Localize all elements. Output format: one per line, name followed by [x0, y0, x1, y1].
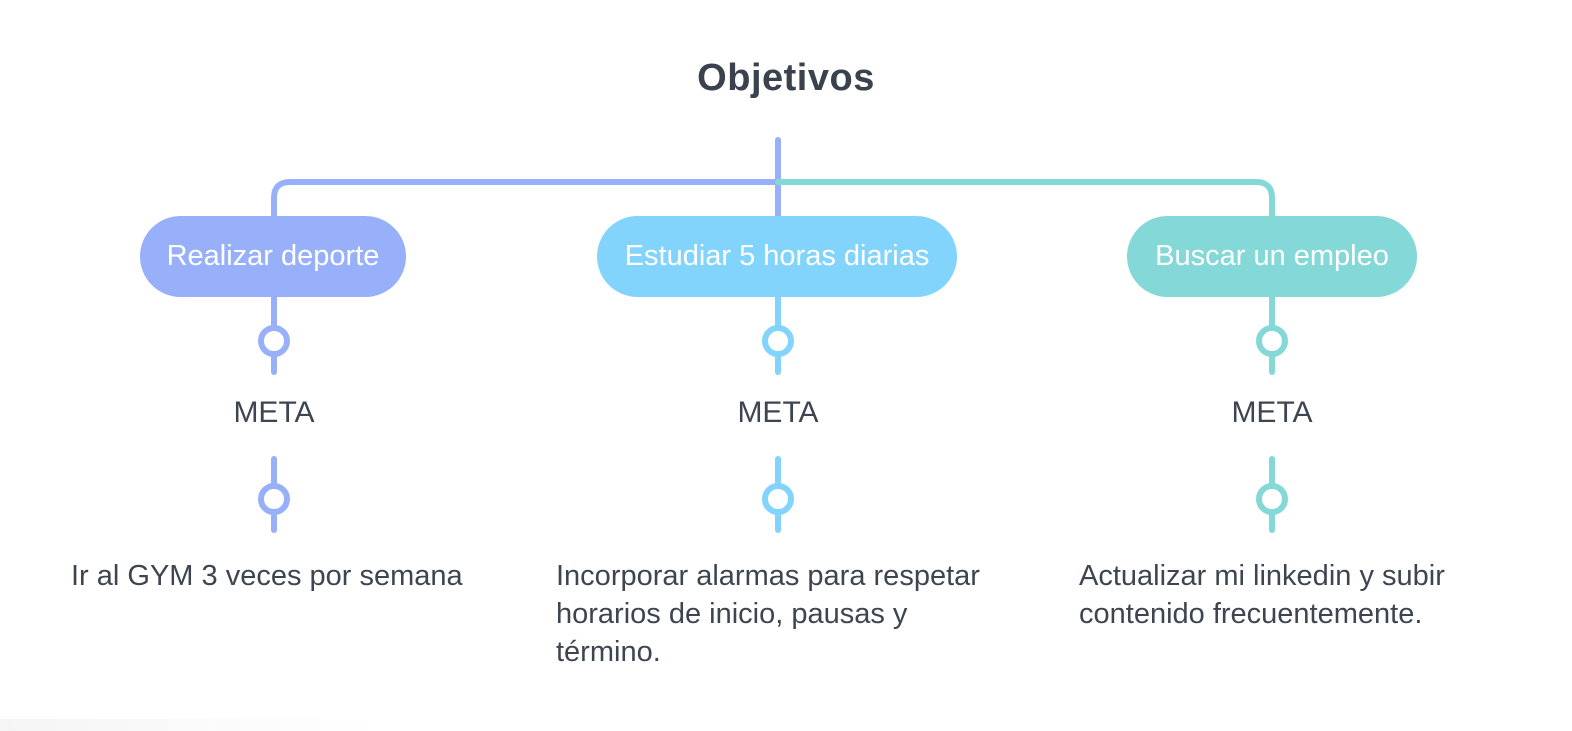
goal-description-realizar-deporte: Ir al GYM 3 veces por semana	[71, 557, 491, 595]
meta-label-buscar-empleo: META	[1231, 396, 1313, 429]
node-circle-icon	[1256, 483, 1288, 515]
branch-pill-buscar-empleo[interactable]: Buscar un empleo	[1127, 216, 1417, 297]
branch-pill-realizar-deporte[interactable]: Realizar deporte	[140, 216, 406, 297]
goal-line: Actualizar mi linkedin y subir	[1079, 560, 1445, 592]
node-circle-icon	[1256, 325, 1288, 357]
meta-label-realizar-deporte: META	[233, 396, 315, 429]
node-circle-icon	[762, 483, 794, 515]
goal-line: contenido frecuentemente.	[1079, 598, 1423, 630]
goal-line: horarios de inicio, pausas y	[556, 598, 908, 630]
goal-line: Ir al GYM 3 veces por semana	[71, 560, 463, 592]
branch-pill-estudiar[interactable]: Estudiar 5 horas diarias	[597, 216, 957, 297]
goal-line: término.	[556, 636, 661, 668]
bottom-shadow	[0, 719, 380, 731]
goal-description-estudiar: Incorporar alarmas para respetar horario…	[556, 557, 1026, 671]
goal-description-buscar-empleo: Actualizar mi linkedin y subir contenido…	[1079, 557, 1509, 633]
goal-line: Incorporar alarmas para respetar	[556, 560, 980, 592]
branch-line-left	[271, 179, 781, 219]
branch-line-right	[775, 179, 1275, 219]
meta-label-estudiar: META	[737, 396, 819, 429]
node-circle-icon	[762, 325, 794, 357]
node-circle-icon	[258, 325, 290, 357]
node-circle-icon	[258, 483, 290, 515]
diagram-title: Objetivos	[697, 57, 875, 99]
